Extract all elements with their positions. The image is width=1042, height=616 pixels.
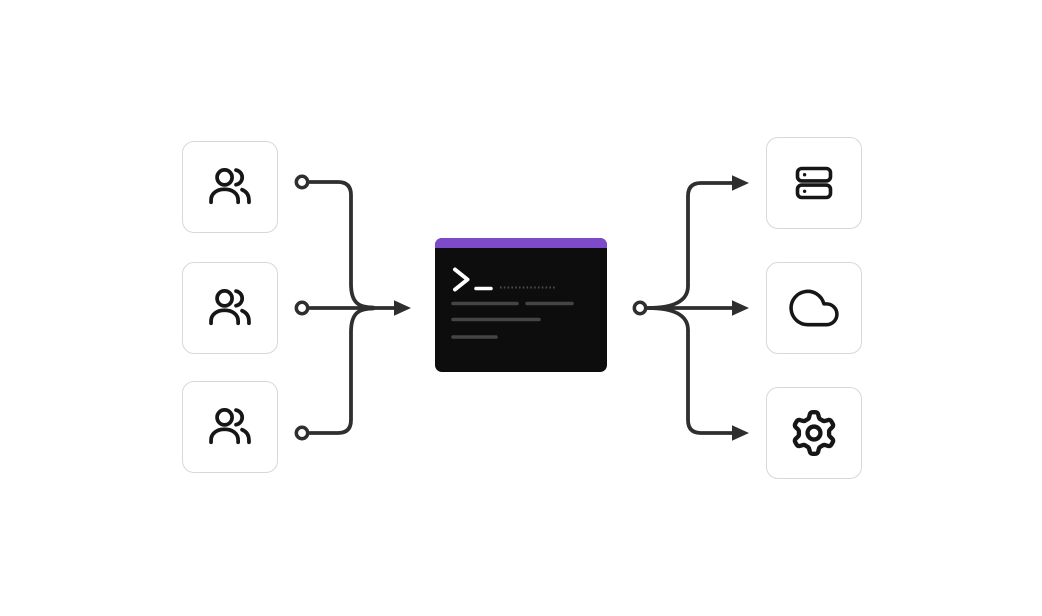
server-icon	[795, 166, 833, 200]
connector-source-dot	[294, 174, 310, 190]
connector-left-top	[294, 174, 375, 310]
people-icon	[209, 408, 251, 445]
left-node-users-3	[182, 381, 278, 473]
connector-source-dot	[632, 300, 648, 316]
connector-right-bottom	[646, 306, 749, 441]
connector-right-middle	[632, 300, 749, 316]
people-icon	[209, 289, 251, 326]
connector-right-top	[646, 175, 749, 310]
connector-source-dot	[294, 425, 310, 441]
left-node-users-1	[182, 141, 278, 233]
cloud-icon	[789, 289, 839, 327]
terminal-titlebar	[435, 238, 607, 248]
right-node-settings	[766, 387, 862, 479]
connector-left-middle	[294, 300, 411, 316]
gear-icon	[792, 410, 836, 456]
arrowhead	[732, 425, 749, 441]
arrowhead	[394, 300, 411, 316]
connector-source-dot	[294, 300, 310, 316]
arrowhead	[732, 175, 749, 191]
arrowhead	[732, 300, 749, 316]
people-icon	[209, 168, 251, 205]
right-node-server	[766, 137, 862, 229]
right-node-cloud	[766, 262, 862, 354]
connector-left-bottom	[294, 306, 375, 441]
terminal-window	[435, 238, 607, 372]
left-node-users-2	[182, 262, 278, 354]
